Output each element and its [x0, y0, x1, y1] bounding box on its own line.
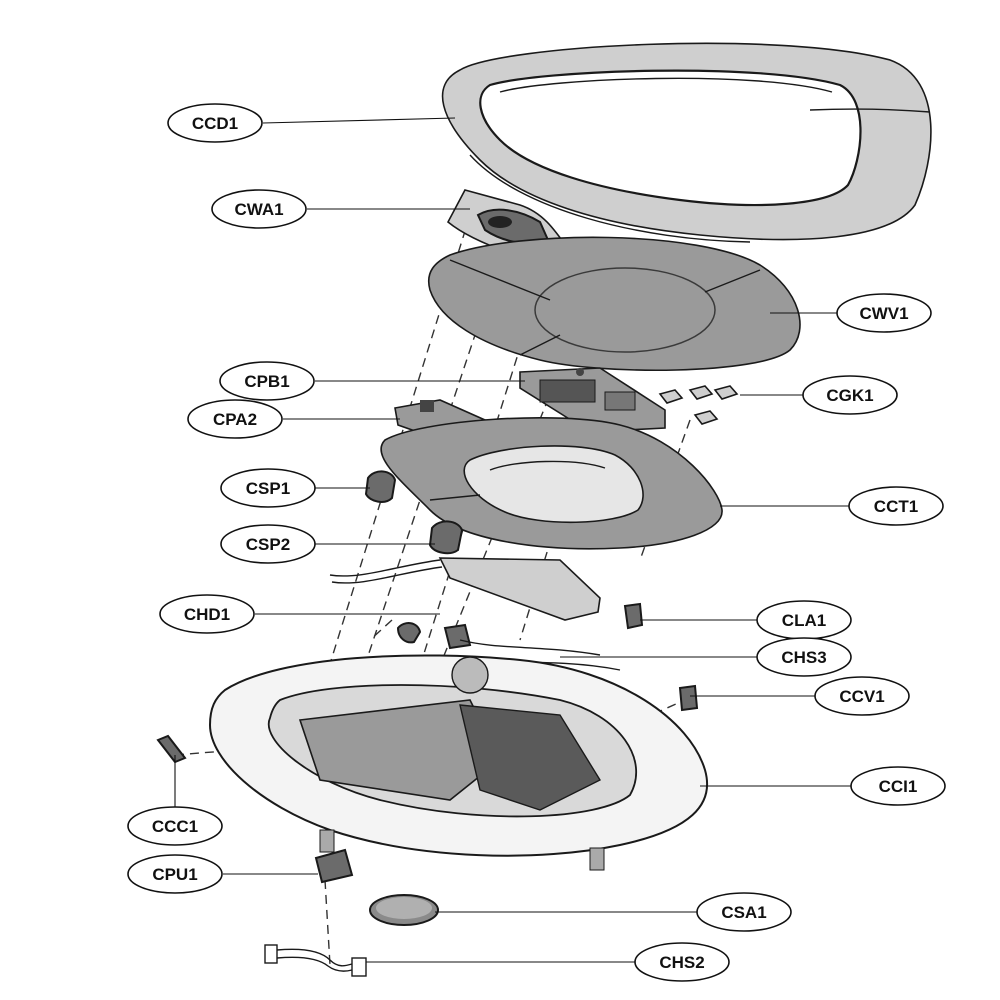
part-cci1-base [208, 654, 709, 871]
part-csp1-clip [364, 470, 397, 503]
part-cwv1-plate [428, 236, 801, 372]
leader-lines [174, 117, 851, 963]
callout-cci1: CCI1 [850, 766, 946, 806]
part-chd1-harness [329, 557, 601, 650]
callout-ccv1: CCV1 [814, 676, 910, 716]
callout-csa1: CSA1 [696, 892, 792, 932]
part-ccd1-top-ring [441, 42, 932, 243]
part-cpu1-block [314, 848, 354, 884]
callout-csp2: CSP2 [220, 524, 316, 564]
callout-cpa2: CPA2 [187, 399, 283, 439]
label-cci1: CCI1 [879, 777, 918, 796]
part-cct1-center-plate [380, 417, 723, 550]
callout-cct1: CCT1 [848, 486, 944, 526]
label-cpa2: CPA2 [213, 410, 257, 429]
callout-cwa1: CWA1 [211, 189, 307, 229]
callout-ccd1: CCD1 [167, 103, 263, 143]
label-cpu1: CPU1 [152, 865, 197, 884]
label-csa1: CSA1 [721, 903, 766, 922]
part-csp2-clip [428, 520, 464, 555]
label-cwa1: CWA1 [234, 200, 283, 219]
callout-cla1: CLA1 [756, 600, 852, 640]
part-cla1-connector [623, 602, 644, 630]
part-chs2-cable [264, 944, 367, 977]
label-csp1: CSP1 [246, 479, 290, 498]
part-ccc1-screw [156, 734, 187, 764]
label-ccc1: CCC1 [152, 817, 198, 836]
label-cgk1: CGK1 [826, 386, 873, 405]
label-cwv1: CWV1 [859, 304, 908, 323]
callout-ccc1: CCC1 [127, 806, 223, 846]
label-cct1: CCT1 [874, 497, 918, 516]
label-csp2: CSP2 [246, 535, 290, 554]
part-ccv1-valve [678, 684, 699, 712]
label-chs2: CHS2 [659, 953, 704, 972]
label-chd1: CHD1 [184, 605, 230, 624]
label-ccd1: CCD1 [192, 114, 238, 133]
callout-csp1: CSP1 [220, 468, 316, 508]
part-csa1-disc [369, 894, 439, 926]
label-cpb1: CPB1 [244, 372, 289, 391]
label-chs3: CHS3 [781, 648, 826, 667]
label-ccv1: CCV1 [839, 687, 884, 706]
callout-cpu1: CPU1 [127, 854, 223, 894]
callout-cgk1: CGK1 [802, 375, 898, 415]
part-cpb1-board [519, 367, 666, 433]
callout-chs3: CHS3 [756, 637, 852, 677]
callout-cwv1: CWV1 [836, 293, 932, 333]
callout-chs2: CHS2 [634, 942, 730, 982]
callout-cpb1: CPB1 [219, 361, 315, 401]
part-cgk1-pads [658, 385, 739, 425]
label-cla1: CLA1 [782, 611, 826, 630]
callout-chd1: CHD1 [159, 594, 255, 634]
